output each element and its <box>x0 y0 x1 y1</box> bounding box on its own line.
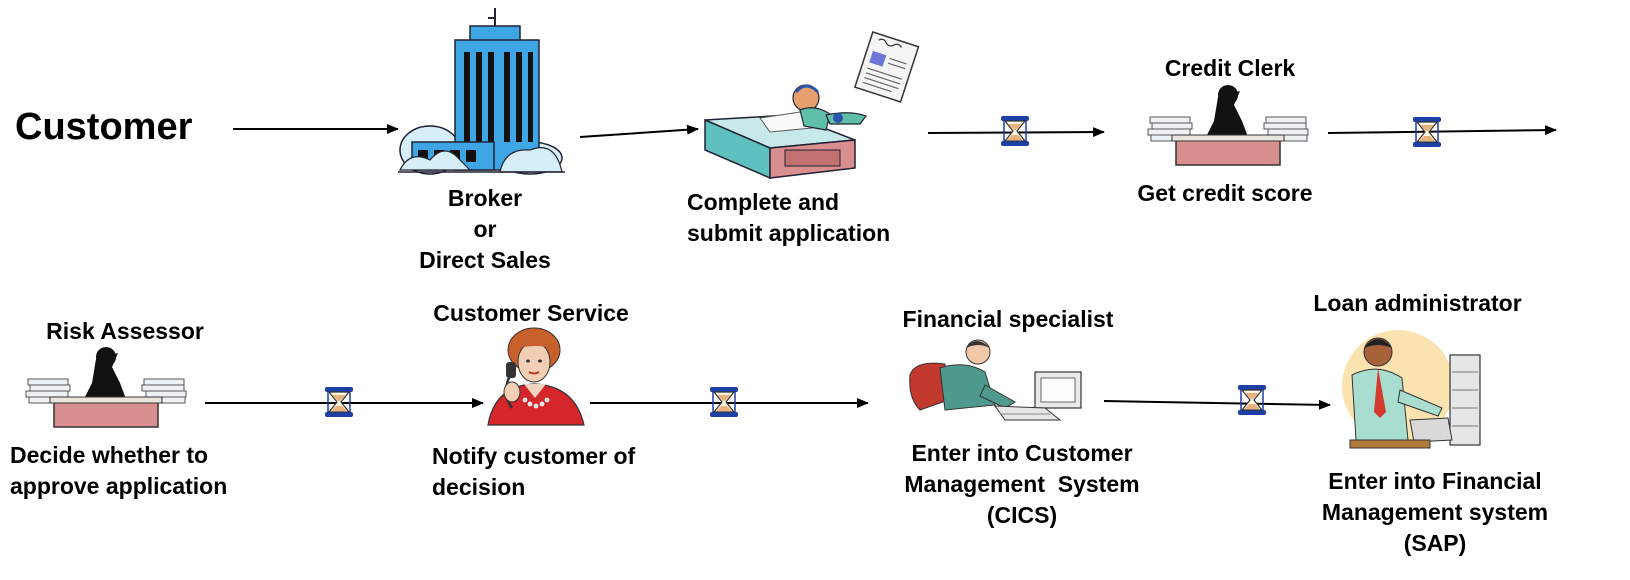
loan-task-line-2: Management system <box>1321 499 1549 525</box>
fin-task-line-2: Management System <box>904 471 1140 497</box>
credit-clerk-task: Get credit score <box>1137 180 1313 206</box>
customer-label: Customer <box>15 106 193 148</box>
broker-label: Broker or Direct Sales <box>385 183 585 276</box>
customer-service-role: Customer Service <box>433 300 629 326</box>
application-label: Complete and submit application <box>687 187 890 249</box>
arrow-clerk-onward <box>1327 125 1557 136</box>
computer-worker-icon <box>909 339 1082 421</box>
risk-task-line-2: approve application <box>10 473 228 499</box>
broker-line-1: Broker <box>447 185 523 211</box>
financial-specialist-task: Enter into Customer Management System (C… <box>872 438 1172 531</box>
clerk-desk-icon <box>25 346 187 428</box>
hourglass-icon <box>1237 384 1267 416</box>
fin-task-line-1: Enter into Customer <box>911 440 1133 466</box>
application-line-1: Complete and <box>687 189 840 215</box>
credit-clerk-role: Credit Clerk <box>1164 55 1296 81</box>
fin-task-line-3: (CICS) <box>986 502 1058 528</box>
financial-specialist-role: Financial specialist <box>902 306 1114 332</box>
clerk-desk-icon <box>1147 84 1309 166</box>
service-task-line-1: Notify customer of <box>432 443 636 469</box>
phone-operator-icon <box>487 327 585 426</box>
loan-administrator-role: Loan administrator <box>1313 290 1522 316</box>
broker-line-2: or <box>473 216 497 242</box>
application-line-2: submit application <box>687 220 891 246</box>
loan-task-line-1: Enter into Financial <box>1328 468 1542 494</box>
customer-service-task: Notify customer of decision <box>432 441 635 503</box>
broker-line-3: Direct Sales <box>419 247 551 273</box>
document-icon <box>853 31 920 103</box>
loan-task-line-3: (SAP) <box>1403 530 1467 556</box>
office-building-icon <box>398 8 565 175</box>
arrow-broker-to-application <box>579 124 699 138</box>
loan-administrator-task: Enter into Financial Management system (… <box>1290 466 1580 559</box>
risk-task-line-1: Decide whether to <box>10 442 209 468</box>
administrator-icon <box>1342 330 1481 449</box>
service-task-line-2: decision <box>432 474 526 500</box>
risk-assessor-task: Decide whether to approve application <box>10 440 227 502</box>
risk-assessor-role: Risk Assessor <box>46 318 204 344</box>
arrow-financial-to-loan <box>1103 399 1331 410</box>
desk-worker-icon <box>704 84 867 180</box>
hourglass-icon <box>1000 115 1030 147</box>
